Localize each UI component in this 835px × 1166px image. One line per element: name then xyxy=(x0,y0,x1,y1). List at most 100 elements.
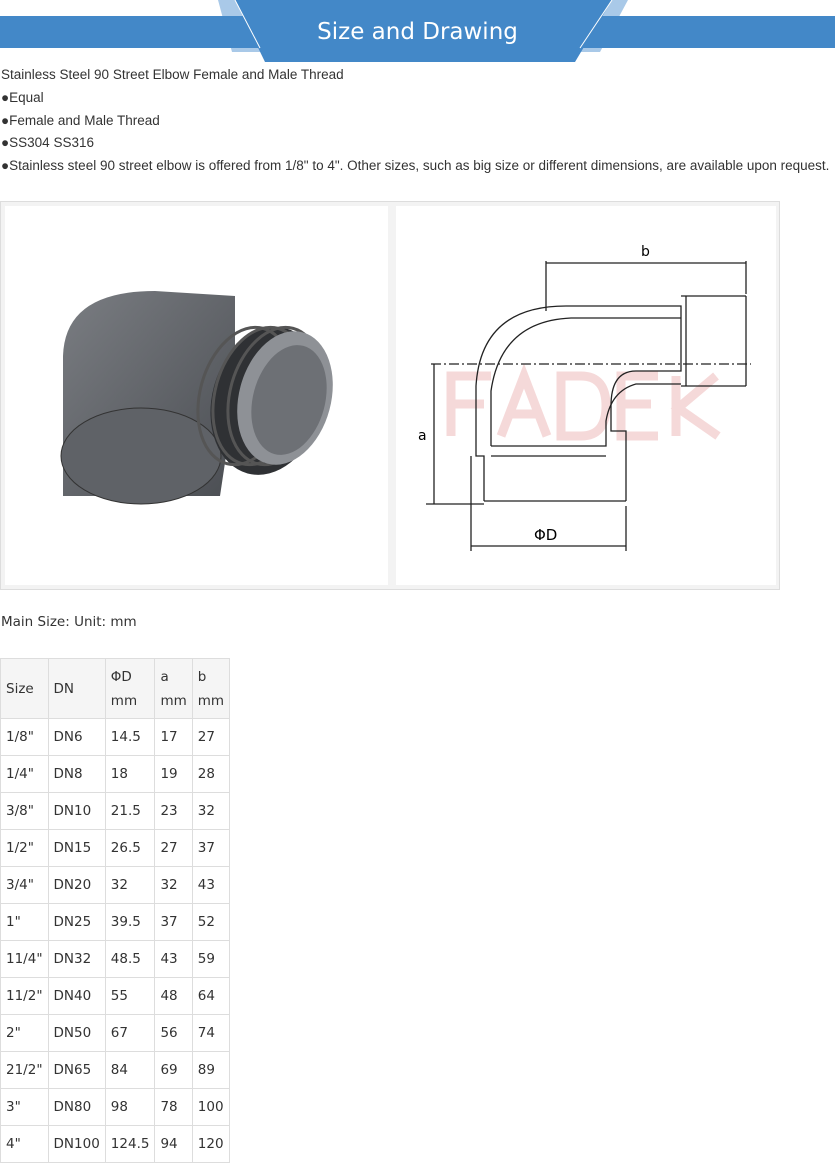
table-cell: 64 xyxy=(191,977,231,1015)
table-cell: 56 xyxy=(154,1014,193,1052)
table-cell: 14.5 xyxy=(104,718,156,756)
table-cell: 43 xyxy=(191,866,231,904)
table-cell: 124.5 xyxy=(104,1125,156,1163)
dimension-a-label: a xyxy=(418,428,427,444)
header-unit: mm xyxy=(110,692,138,709)
table-cell: 21/2" xyxy=(0,1051,49,1089)
table-cell: 37 xyxy=(191,829,231,867)
section-banner: Size and Drawing xyxy=(0,0,835,64)
table-cell: DN25 xyxy=(47,903,106,941)
table-cell: 19 xyxy=(154,755,193,793)
table-cell: 32 xyxy=(191,792,231,830)
product-photo xyxy=(5,206,388,585)
banner-graphic xyxy=(0,0,835,62)
table-cell: 55 xyxy=(104,977,156,1015)
table-cell: 3/8" xyxy=(0,792,49,830)
table-cell: 18 xyxy=(104,755,156,793)
table-cell: 48.5 xyxy=(104,940,156,978)
product-title: Stainless Steel 90 Street Elbow Female a… xyxy=(1,67,344,82)
table-cell: DN6 xyxy=(47,718,106,756)
table-cell: 59 xyxy=(191,940,231,978)
table-cell: 21.5 xyxy=(104,792,156,830)
technical-drawing: b a ΦD xyxy=(396,206,776,585)
dimension-d-label: ΦD xyxy=(534,526,557,544)
table-cell: 52 xyxy=(191,903,231,941)
table-cell: 26.5 xyxy=(104,829,156,867)
table-cell: 84 xyxy=(104,1051,156,1089)
column-header: DN xyxy=(47,658,106,719)
elbow-render-image xyxy=(60,291,333,505)
table-cell: 28 xyxy=(191,755,231,793)
column-header: ΦD mm xyxy=(104,658,156,719)
table-cell: 37 xyxy=(154,903,193,941)
table-cell: 94 xyxy=(154,1125,193,1163)
table-cell: 32 xyxy=(104,866,156,904)
table-cell: 78 xyxy=(154,1088,193,1126)
table-cell: DN32 xyxy=(47,940,106,978)
feature-bullet: ●Equal xyxy=(1,89,44,105)
table-cell: DN8 xyxy=(47,755,106,793)
table-cell: 89 xyxy=(191,1051,231,1089)
table-cell: 2" xyxy=(0,1014,49,1052)
table-cell: 1" xyxy=(0,903,49,941)
table-cell: DN15 xyxy=(47,829,106,867)
table-cell: 1/8" xyxy=(0,718,49,756)
column-header: a mm xyxy=(154,658,193,719)
table-cell: DN80 xyxy=(47,1088,106,1126)
unit-note: Main Size: Unit: mm xyxy=(1,614,137,630)
feature-bullet: ●Female and Male Thread xyxy=(1,112,160,128)
table-cell: 3" xyxy=(0,1088,49,1126)
table-cell: 1/2" xyxy=(0,829,49,867)
table-cell: 32 xyxy=(154,866,193,904)
table-cell: 17 xyxy=(154,718,193,756)
table-cell: 3/4" xyxy=(0,866,49,904)
table-cell: 39.5 xyxy=(104,903,156,941)
table-cell: 11/4" xyxy=(0,940,49,978)
table-cell: DN50 xyxy=(47,1014,106,1052)
table-cell: DN40 xyxy=(47,977,106,1015)
table-cell: 48 xyxy=(154,977,193,1015)
table-cell: DN100 xyxy=(47,1125,106,1163)
table-cell: 120 xyxy=(191,1125,231,1163)
table-cell: 27 xyxy=(154,829,193,867)
header-unit: mm xyxy=(197,692,225,709)
section-title: Size and Drawing xyxy=(317,19,518,45)
dimension-b-label: b xyxy=(641,244,650,260)
table-cell: 100 xyxy=(191,1088,231,1126)
column-header: b mm xyxy=(191,658,231,719)
product-description: Stainless Steel 90 Street Elbow Female a… xyxy=(1,64,831,178)
table-cell: 69 xyxy=(154,1051,193,1089)
product-gallery: b a ΦD xyxy=(0,201,780,590)
header-unit: mm xyxy=(160,692,187,709)
column-header: Size xyxy=(0,658,49,719)
table-cell: 27 xyxy=(191,718,231,756)
header-label: a xyxy=(160,668,169,685)
table-cell: 43 xyxy=(154,940,193,978)
table-cell: DN20 xyxy=(47,866,106,904)
watermark-logo xyxy=(446,363,721,441)
header-label: ΦD xyxy=(110,668,132,685)
header-label: b xyxy=(197,668,207,685)
table-cell: 23 xyxy=(154,792,193,830)
table-cell: 4" xyxy=(0,1125,49,1163)
table-cell: 98 xyxy=(104,1088,156,1126)
feature-bullet: ●Stainless steel 90 street elbow is offe… xyxy=(1,158,830,174)
feature-bullet: ●SS304 SS316 xyxy=(1,135,94,151)
table-cell: 11/2" xyxy=(0,977,49,1015)
table-cell: 67 xyxy=(104,1014,156,1052)
table-cell: DN10 xyxy=(47,792,106,830)
table-cell: 1/4" xyxy=(0,755,49,793)
table-cell: 74 xyxy=(191,1014,231,1052)
